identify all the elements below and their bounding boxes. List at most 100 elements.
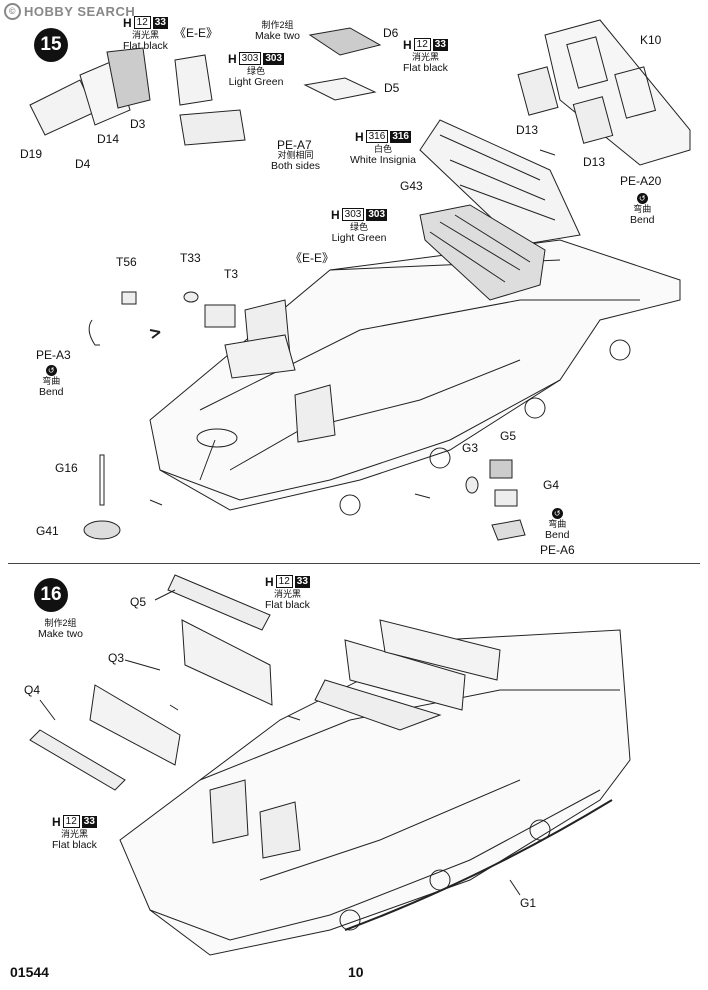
- note-both-sides: 对侧相同 Both sides: [271, 150, 320, 172]
- part-label-d5: D5: [384, 81, 400, 95]
- part-label-pe-a6: PE-A6: [540, 543, 575, 557]
- section-mark-e-e-2: 《E-E》: [290, 251, 335, 265]
- paint-code-alt: 33: [294, 575, 310, 588]
- paint-code: 316: [365, 130, 389, 143]
- note-bend-2-cn: 弯曲: [633, 204, 652, 214]
- note-make-two-15-en: Make two: [255, 30, 300, 42]
- part-label-pe-a3: PE-A3: [36, 348, 71, 362]
- paint-code: 12: [275, 575, 293, 588]
- paint-code-alt: 316: [390, 130, 411, 143]
- part-label-q4: Q4: [24, 683, 41, 697]
- paint-name-cn: 消光黑: [131, 29, 159, 40]
- paint-h-letter: H: [265, 574, 274, 589]
- paint-code: 303: [341, 208, 365, 221]
- note-bend-1: ↺ 弯曲 Bend: [39, 364, 64, 398]
- step-number-15: 15: [34, 28, 68, 62]
- paint-h-letter: H: [403, 37, 412, 52]
- paint-name-cn: 绿色: [247, 65, 266, 76]
- bend-icon: ↺: [45, 365, 57, 376]
- paint-code-alt: 33: [432, 38, 448, 51]
- note-bend-3: ↺ 弯曲 Bend: [545, 507, 570, 541]
- paint-h-letter: H: [228, 51, 237, 66]
- part-label-pe-a20: PE-A20: [620, 174, 662, 188]
- paint-name-en: White Insignia: [350, 153, 416, 166]
- paint-name-en: Light Green: [228, 75, 284, 88]
- note-make-two-15: 制作2组 Make two: [255, 20, 300, 42]
- paint-name-cn: 消光黑: [60, 828, 88, 839]
- note-bend-2-en: Bend: [630, 214, 655, 226]
- note-bend-3-cn: 弯曲: [548, 519, 567, 529]
- note-make-two-15-cn: 制作2组: [261, 20, 294, 30]
- watermark-text: HOBBY SEARCH: [24, 4, 136, 19]
- part-label-d19: D19: [20, 147, 43, 161]
- paint-name-en: Light Green: [331, 231, 387, 244]
- paint-h-letter: H: [52, 814, 61, 829]
- part-label-d3: D3: [130, 117, 146, 131]
- part-label-t33: T33: [180, 251, 201, 265]
- paint-name-en: Flat black: [403, 61, 448, 74]
- page-number: 10: [348, 964, 364, 980]
- paint-code-alt: 33: [81, 815, 97, 828]
- part-label-d13-b: D13: [583, 155, 606, 169]
- part-label-d14: D14: [97, 132, 120, 146]
- paint-name-en: Flat black: [52, 838, 97, 851]
- paint-name-cn: 消光黑: [273, 588, 301, 599]
- paint-code: 12: [62, 815, 80, 828]
- part-label-q5: Q5: [130, 595, 147, 609]
- part-label-g3: G3: [462, 441, 479, 455]
- step-number-16: 16: [34, 578, 68, 612]
- paint-name-en: Flat black: [123, 39, 168, 52]
- part-label-g43: G43: [400, 179, 423, 193]
- part-label-d4: D4: [75, 157, 91, 171]
- note-bend-2: ↺ 弯曲 Bend: [630, 192, 655, 226]
- paint-code: 12: [133, 16, 151, 29]
- part-label-t56: T56: [116, 255, 137, 269]
- part-label-d13-a: D13: [516, 123, 539, 137]
- paint-h-letter: H: [331, 207, 340, 222]
- part-label-g41: G41: [36, 524, 59, 538]
- note-both-sides-en: Both sides: [271, 160, 321, 172]
- bend-icon: ↺: [551, 508, 563, 519]
- paint-name-cn: 白色: [373, 143, 392, 154]
- part-label-g1: G1: [520, 896, 537, 910]
- part-label-g16: G16: [55, 461, 78, 475]
- paint-code-alt: 33: [152, 16, 168, 29]
- watermark: © HOBBY SEARCH: [4, 3, 135, 20]
- bend-icon: ↺: [636, 193, 648, 204]
- paint-code-alt: 303: [366, 208, 388, 221]
- paint-name-en: Flat black: [265, 598, 310, 611]
- part-label-t3: T3: [224, 267, 239, 281]
- note-bend-1-en: Bend: [39, 386, 64, 398]
- note-make-two-16: 制作2组 Make two: [38, 618, 83, 640]
- note-bend-3-en: Bend: [545, 529, 570, 541]
- part-label-k10: K10: [640, 33, 662, 47]
- part-label-d6: D6: [383, 26, 399, 40]
- part-label-g4: G4: [543, 478, 560, 492]
- paint-code-alt: 303: [263, 52, 285, 65]
- paint-code: 303: [238, 52, 262, 65]
- product-code: 01544: [10, 964, 49, 980]
- note-bend-1-cn: 弯曲: [42, 376, 61, 386]
- note-both-sides-cn: 对侧相同: [277, 150, 314, 160]
- note-make-two-16-en: Make two: [38, 628, 83, 640]
- paint-code: 12: [413, 38, 431, 51]
- note-make-two-16-cn: 制作2组: [44, 618, 77, 628]
- part-label-pe-a7: PE-A7: [277, 138, 312, 152]
- part-label-g5: G5: [500, 429, 517, 443]
- paint-name-cn: 绿色: [350, 221, 369, 232]
- paint-h-letter: H: [354, 129, 364, 144]
- part-label-q3: Q3: [108, 651, 125, 665]
- paint-h-letter: H: [123, 15, 132, 30]
- paint-name-cn: 消光黑: [411, 51, 439, 62]
- section-divider: [8, 563, 700, 564]
- section-mark-e-e-1: 《E-E》: [174, 26, 219, 40]
- copyright-mark: ©: [4, 3, 21, 20]
